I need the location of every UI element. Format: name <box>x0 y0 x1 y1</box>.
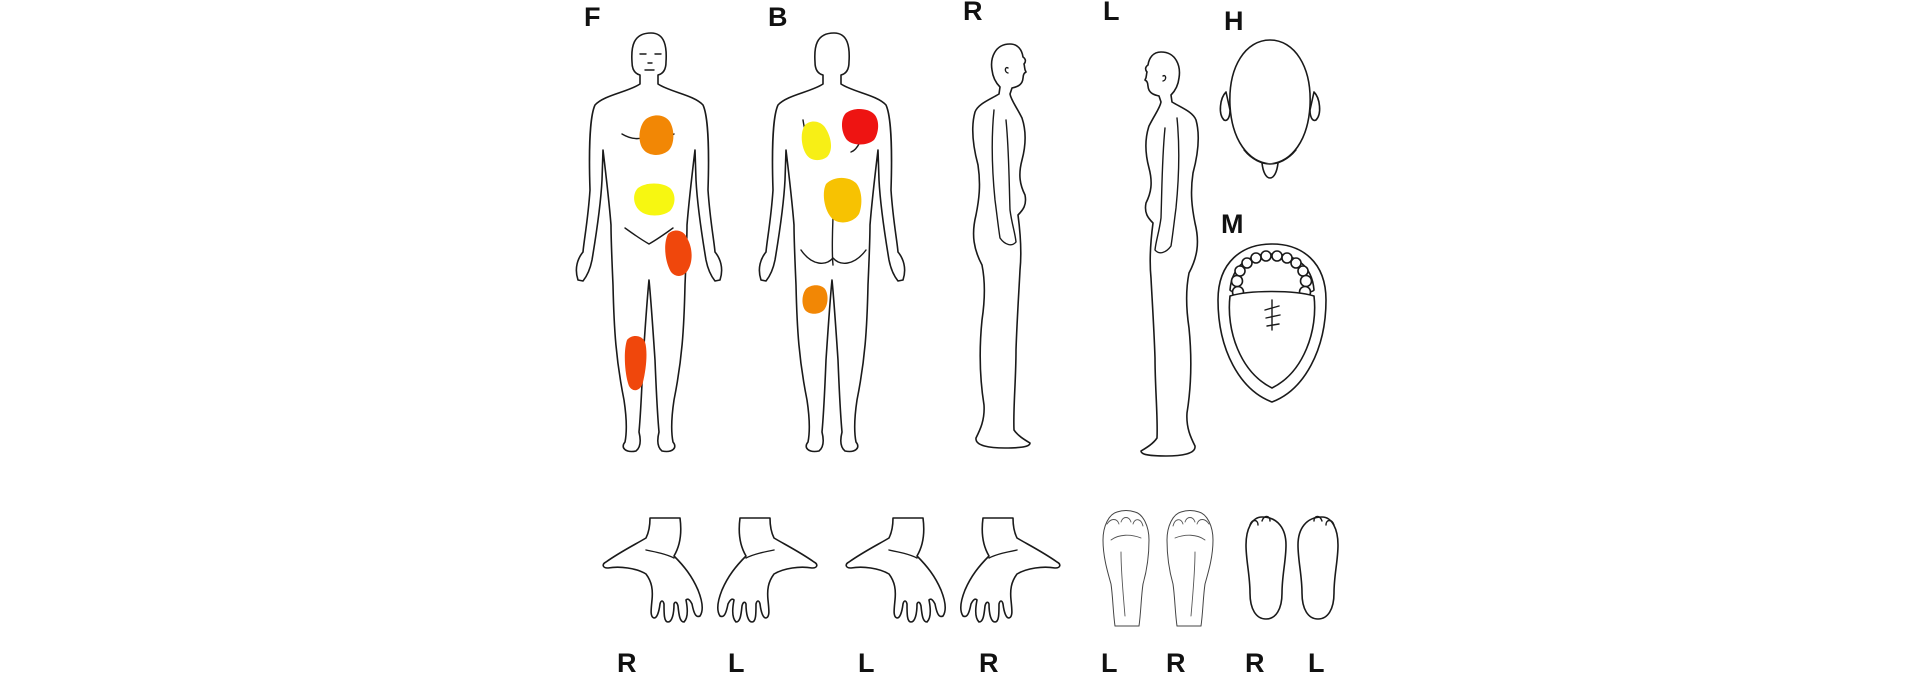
hand-3 <box>845 517 946 623</box>
label-foot-top-2: R <box>1166 648 1186 678</box>
marking-upper-abdomen <box>634 183 675 216</box>
head-top-view <box>1219 39 1321 179</box>
sole-2 <box>1297 515 1339 620</box>
label-hand-3: L <box>858 648 875 678</box>
label-hand-2: L <box>728 648 745 678</box>
label-mouth: M <box>1221 209 1244 239</box>
label-sole-1: R <box>1245 648 1265 678</box>
marking-right-knee <box>624 336 647 391</box>
marking-left-posterior-thigh <box>802 285 828 314</box>
label-right-side: R <box>963 0 983 26</box>
label-left-side: L <box>1103 0 1120 26</box>
marking-left-shoulder-blade <box>801 121 832 161</box>
foot-top-1 <box>1102 510 1150 627</box>
label-hand-4: R <box>979 648 999 678</box>
foot-top-2 <box>1166 510 1214 627</box>
hand-1 <box>602 517 703 623</box>
label-front: F <box>584 2 601 32</box>
marking-right-upper-chest <box>639 115 674 155</box>
label-hand-1: R <box>617 648 637 678</box>
label-back: B <box>768 2 788 32</box>
label-sole-2: L <box>1308 648 1325 678</box>
sole-1 <box>1245 515 1287 620</box>
marking-left-groin-thigh <box>665 230 692 276</box>
hand-2 <box>717 517 818 623</box>
label-foot-top-1: L <box>1101 648 1118 678</box>
back-body-figure <box>758 32 906 453</box>
marking-right-shoulder-blade <box>841 108 879 145</box>
mouth-open-view <box>1217 243 1327 403</box>
left-side-figure <box>1140 51 1200 457</box>
teeth <box>1230 250 1313 299</box>
front-body-figure <box>575 32 723 453</box>
right-side-figure <box>971 43 1031 449</box>
hand-4 <box>960 517 1061 623</box>
marking-mid-back <box>823 177 862 223</box>
label-head: H <box>1224 6 1244 36</box>
back-markings <box>801 108 879 314</box>
front-markings <box>624 115 692 391</box>
